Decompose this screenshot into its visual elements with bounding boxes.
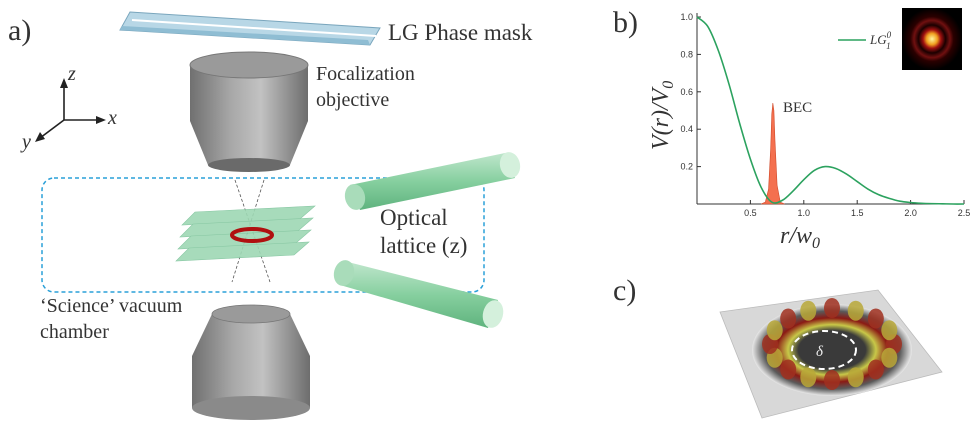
density-peak bbox=[881, 347, 898, 368]
optical-lattice-beam-upper bbox=[344, 152, 521, 210]
x-tick-label: 0.5 bbox=[744, 208, 757, 218]
panel-c-label: c) bbox=[613, 274, 636, 307]
density-peak bbox=[800, 367, 817, 388]
density-peak bbox=[867, 359, 884, 380]
y-tick-label: 1.0 bbox=[680, 12, 693, 22]
density-peak bbox=[780, 359, 797, 380]
density-peak bbox=[800, 300, 817, 321]
delta-dashed-circle bbox=[791, 330, 857, 370]
panel-c: c) δ bbox=[613, 274, 943, 419]
axis-z-label: z bbox=[67, 63, 76, 85]
axis-y-label: y bbox=[20, 131, 31, 153]
x-tick-label: 1.0 bbox=[798, 208, 811, 218]
delta-label: δ bbox=[816, 344, 824, 360]
density-peak bbox=[824, 370, 840, 390]
y-tick-label: 0.6 bbox=[680, 87, 693, 97]
bec-label: BEC bbox=[783, 100, 812, 116]
chamber-label-2: chamber bbox=[40, 321, 109, 343]
axes-triad bbox=[35, 78, 106, 142]
lattice-planes bbox=[175, 205, 316, 262]
bec-density-peak bbox=[760, 102, 785, 205]
lattice-label-1: Optical bbox=[380, 205, 448, 230]
objective-label-2: objective bbox=[316, 89, 389, 111]
density-peak bbox=[881, 320, 898, 341]
bec-ring bbox=[230, 227, 274, 243]
density-peaks bbox=[762, 298, 902, 390]
y-axis-label: V(r)/V0 bbox=[648, 81, 677, 150]
x-axis-label: r/w0 bbox=[780, 223, 820, 252]
lg-phase-mask bbox=[119, 11, 381, 46]
x-tick-label: 1.5 bbox=[851, 208, 864, 218]
chamber-label-1: ‘Science’ vacuum bbox=[40, 295, 183, 317]
y-tick-label: 0.2 bbox=[680, 162, 693, 172]
x-tick-label: 2.5 bbox=[958, 208, 971, 218]
objective-label-1: Focalization bbox=[316, 63, 415, 85]
y-tick-label: 0.4 bbox=[680, 124, 693, 134]
lower-objective bbox=[192, 304, 310, 420]
focalization-objective bbox=[189, 51, 309, 172]
density-peak bbox=[867, 308, 884, 329]
potential-plot: 0.5 1.0 1.5 2.0 2.5 0.2 0.4 0.6 0.8 1.0 bbox=[680, 12, 970, 218]
phase-mask-label: LG Phase mask bbox=[388, 20, 533, 45]
density-peak bbox=[847, 300, 864, 321]
density-peak bbox=[780, 308, 797, 329]
y-tick-label: 0.8 bbox=[680, 49, 693, 59]
density-peak bbox=[847, 367, 864, 388]
axis-x-label: x bbox=[107, 107, 117, 129]
lg-potential-curve bbox=[696, 16, 965, 205]
density-peak bbox=[824, 298, 840, 318]
x-tick-label: 2.0 bbox=[904, 208, 917, 218]
panel-b-label: b) bbox=[613, 6, 638, 39]
optical-lattice-beam-lower bbox=[333, 260, 504, 328]
density-peak bbox=[766, 320, 783, 341]
panel-a: a) LG Phase mask Focalization objective … bbox=[8, 11, 533, 420]
lg-beam-profile-image bbox=[902, 8, 962, 70]
focus-cone bbox=[231, 179, 271, 283]
panel-a-label: a) bbox=[8, 14, 31, 47]
lattice-label-2: lattice (z) bbox=[380, 233, 467, 258]
